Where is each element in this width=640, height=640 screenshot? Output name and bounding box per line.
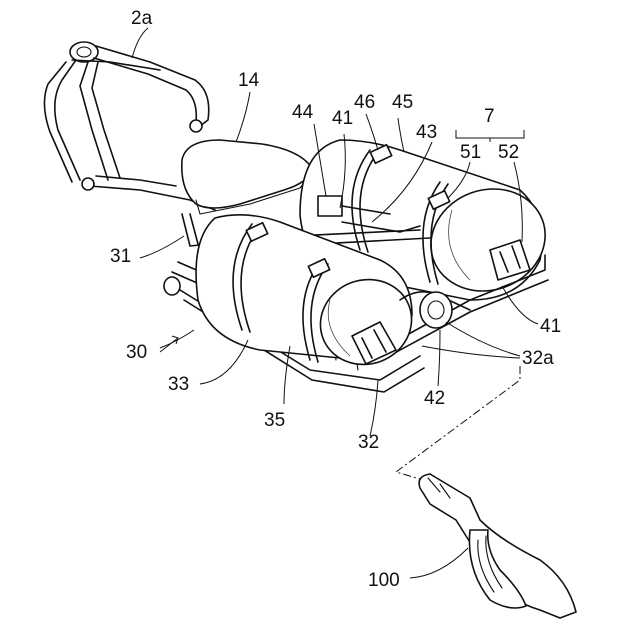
- collar-upper: [190, 120, 202, 132]
- collar-lower: [82, 178, 94, 190]
- label-41-top: 41: [332, 108, 353, 129]
- down-tube-rear: [44, 62, 72, 182]
- down-tube-mid-2: [92, 62, 120, 178]
- label-100: 100: [368, 570, 400, 591]
- leader-14: [236, 92, 250, 142]
- bracket-7: [456, 130, 524, 142]
- label-2a: 2a: [131, 8, 153, 29]
- label-46: 46: [354, 92, 375, 113]
- leader-32: [370, 380, 378, 436]
- leader-2a: [132, 28, 148, 58]
- label-45: 45: [392, 92, 413, 113]
- label-52: 52: [498, 142, 519, 163]
- label-32: 32: [358, 432, 379, 453]
- label-42: 42: [424, 388, 445, 409]
- leader-31: [140, 236, 184, 258]
- label-14: 14: [238, 70, 260, 91]
- label-31: 31: [110, 246, 131, 267]
- label-30: 30: [126, 342, 147, 363]
- label-51: 51: [460, 142, 481, 163]
- seat: [182, 140, 312, 214]
- upper-rail-outer: [96, 46, 209, 126]
- front-pipe-end: [164, 277, 180, 295]
- leader-45: [398, 118, 404, 152]
- head-pipe: [70, 42, 98, 62]
- lower-rail-2: [96, 176, 176, 186]
- label-41-right: 41: [540, 316, 561, 337]
- label-7: 7: [484, 106, 495, 127]
- leader-33: [200, 340, 248, 384]
- label-44: 44: [292, 102, 314, 123]
- down-tube-front: [55, 60, 80, 180]
- label-32a: 32a: [522, 348, 554, 369]
- label-33: 33: [168, 374, 189, 395]
- leader-100: [410, 548, 468, 578]
- filling-centerline: [396, 366, 520, 482]
- filling-nozzle: [419, 474, 576, 618]
- leader-32a-1: [446, 322, 520, 356]
- label-43: 43: [416, 122, 437, 143]
- leader-32a-2: [422, 346, 520, 358]
- seat-cushion: [182, 140, 312, 208]
- leader-42: [438, 330, 440, 386]
- label-35: 35: [264, 410, 285, 431]
- regulator-block: [318, 196, 342, 216]
- bracket-2: [190, 214, 198, 244]
